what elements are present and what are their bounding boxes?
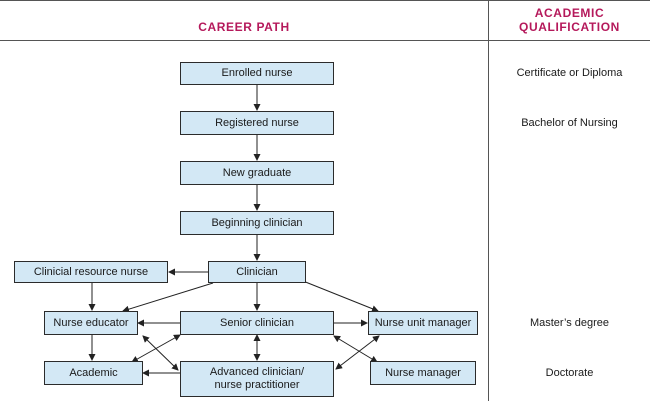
academic-box: Academic (44, 361, 143, 385)
arrow-clinician-to-unitmanager (302, 280, 379, 313)
clinical-resource-nurse-box: Clinicial resource nurse (14, 261, 168, 283)
career-path-header: CAREER PATH (198, 20, 290, 34)
advanced-clinician-line2: nurse practitioner (214, 379, 300, 391)
arrow-cross-unitmanager-advanced (335, 335, 380, 370)
clinician-box: Clinician (208, 261, 306, 283)
new-graduate-box: New graduate (180, 161, 334, 185)
arrow-cross-senior-nursemanager (333, 335, 378, 363)
academic-qualification-header: ACADEMIC QUALIFICATION (489, 6, 650, 34)
registered-nurse-box: Registered nurse (180, 111, 334, 135)
academic-header-line1: ACADEMIC (534, 6, 605, 20)
nurse-manager-box: Nurse manager (370, 361, 476, 385)
top-rule (0, 0, 650, 1)
qualification-masters: Master’s degree (529, 317, 610, 329)
qualification-certificate: Certificate or Diploma (516, 67, 623, 79)
advanced-clinician-line1: Advanced clinician/ (209, 366, 305, 378)
nurse-unit-manager-box: Nurse unit manager (368, 311, 478, 335)
nurse-educator-box: Nurse educator (44, 311, 138, 335)
arrow-cross-senior-academic (131, 334, 181, 363)
beginning-clinician-box: Beginning clinician (180, 211, 334, 235)
advanced-clinician-box: Advanced clinician/ nurse practitioner (180, 361, 334, 397)
header-rule (0, 40, 650, 41)
qualification-doctorate: Doctorate (545, 367, 594, 379)
enrolled-nurse-box: Enrolled nurse (180, 62, 334, 85)
arrow-clinician-to-educator (122, 282, 214, 313)
qualification-bachelor: Bachelor of Nursing (521, 117, 618, 129)
column-divider (488, 0, 489, 401)
academic-header-line2: QUALIFICATION (519, 20, 620, 34)
senior-clinician-box: Senior clinician (180, 311, 334, 335)
